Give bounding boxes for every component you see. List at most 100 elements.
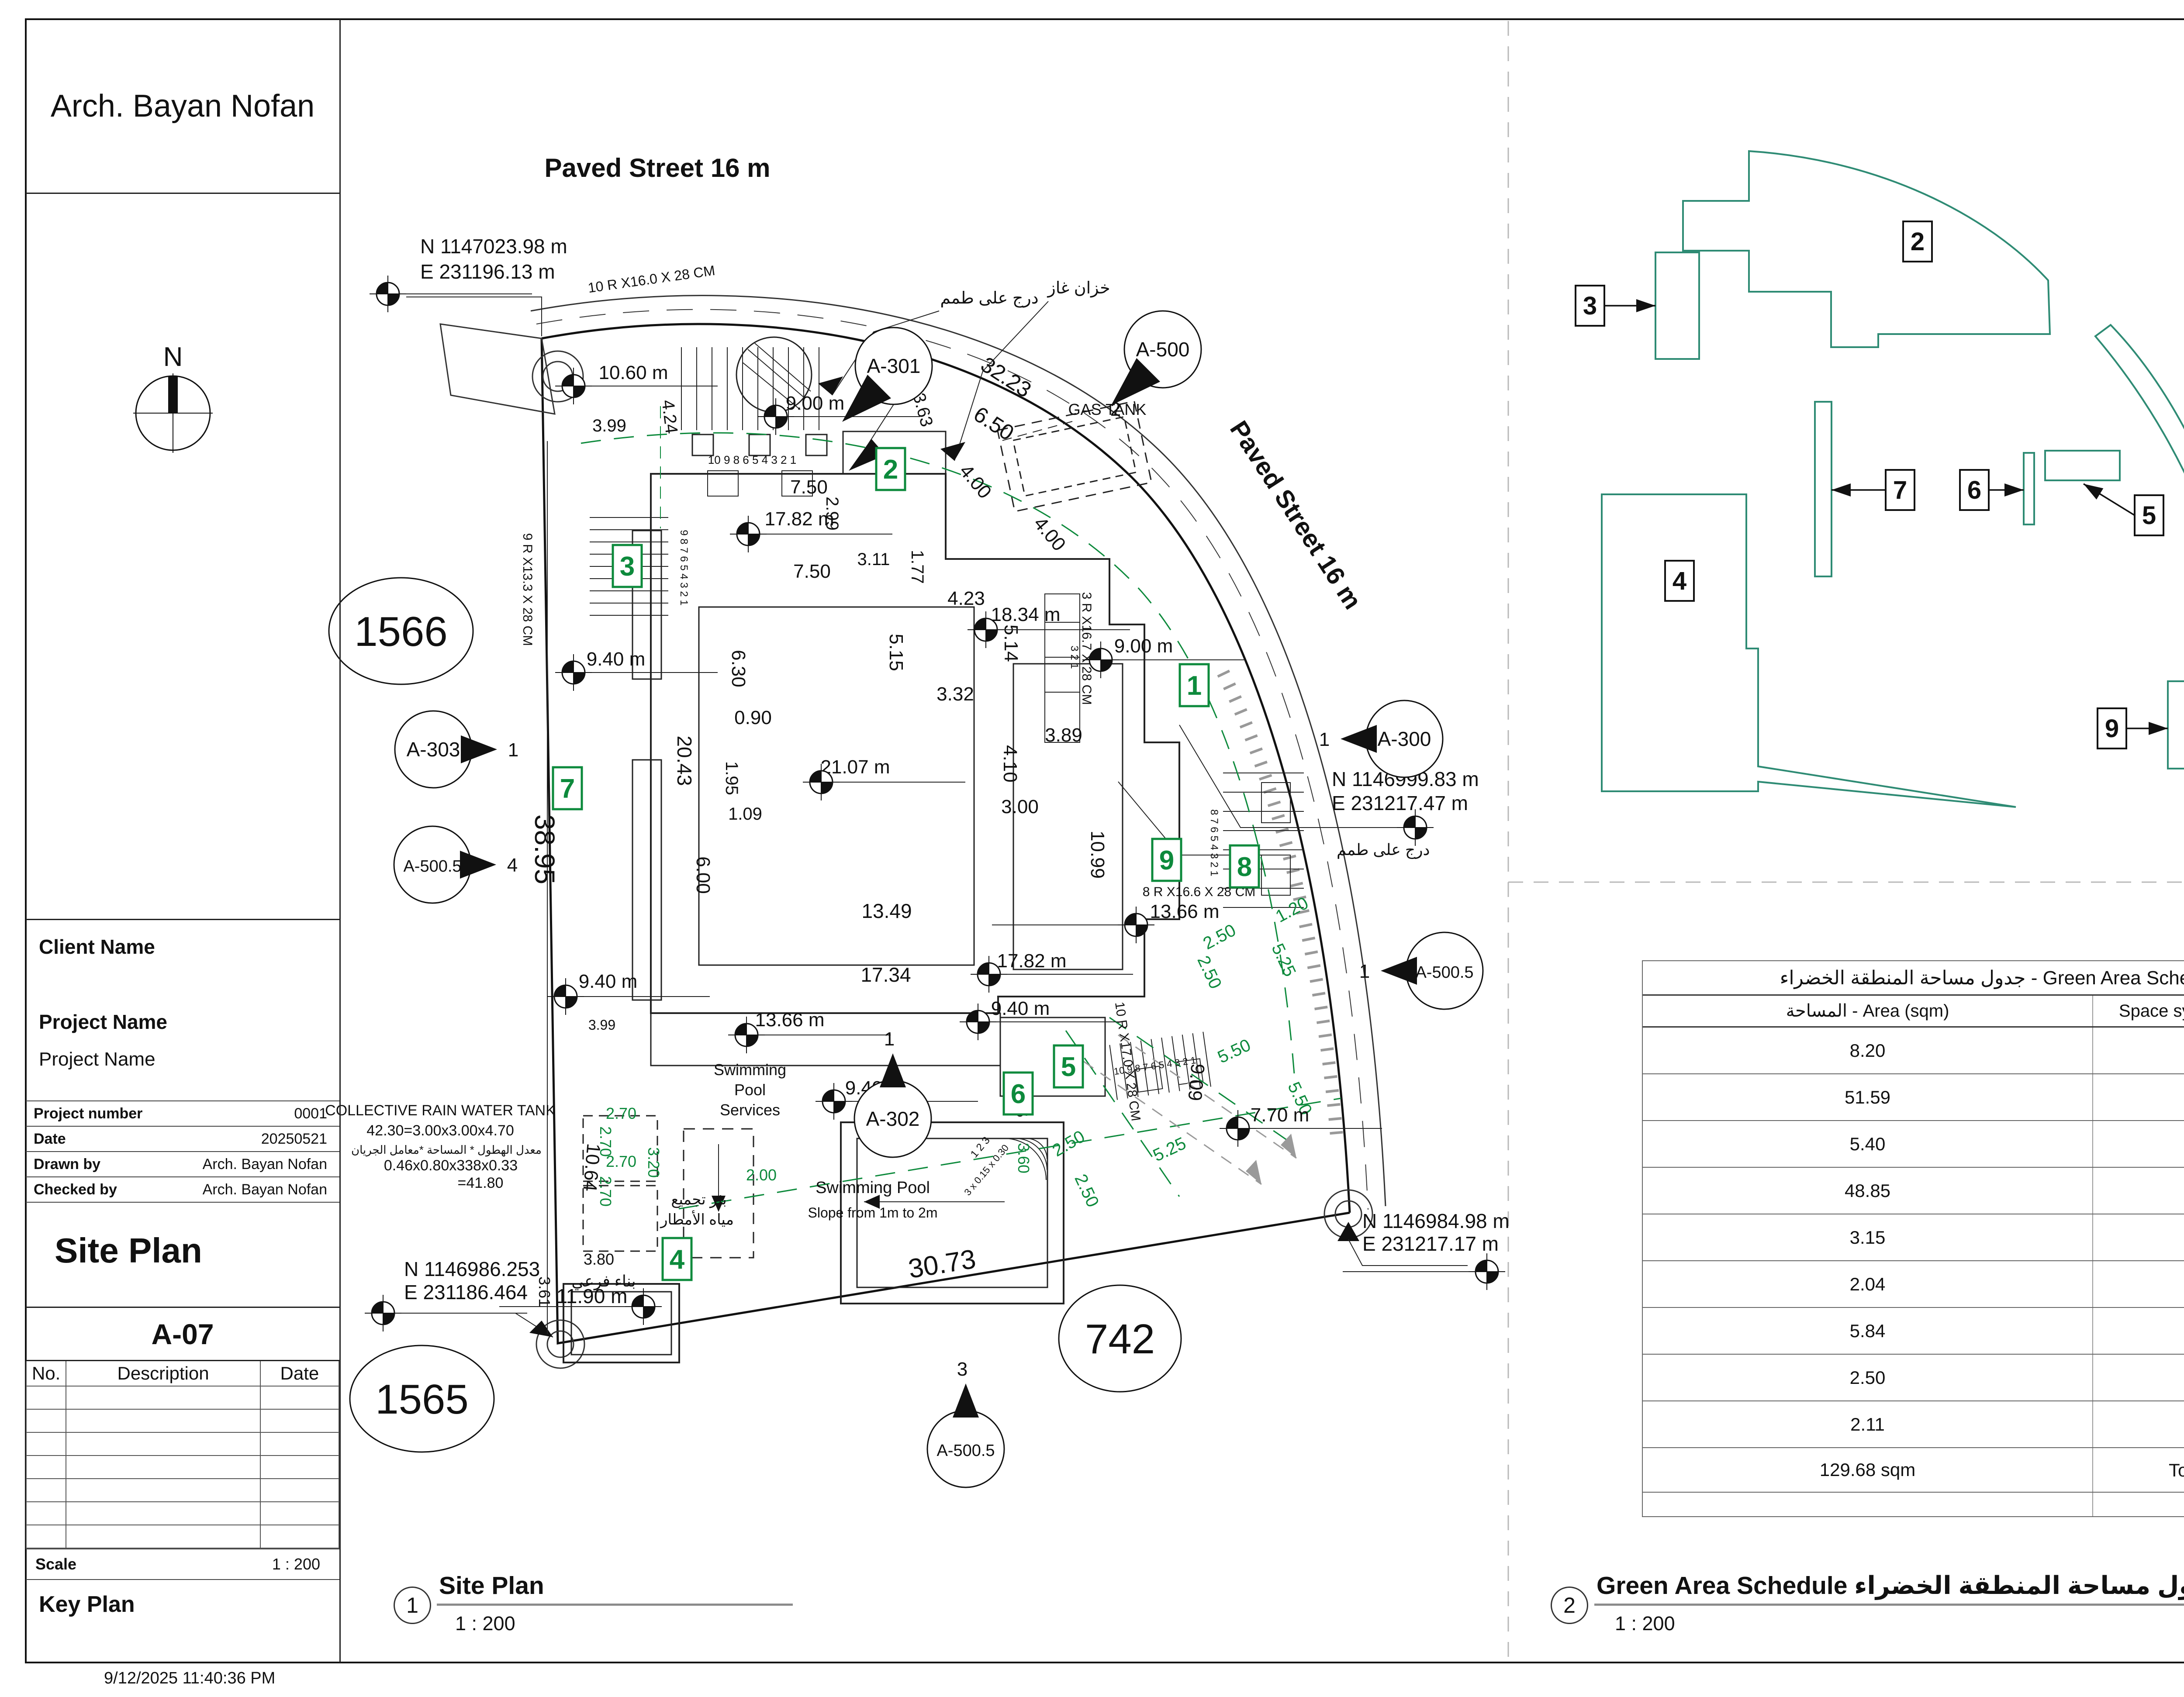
plan-annotation: 13.66 m <box>755 1009 825 1031</box>
plan-annotation: 3 R X16.7 X 28 CM <box>1079 592 1094 705</box>
space-number: 6 <box>1011 1079 1026 1109</box>
plan-annotation: Swimming Pool <box>816 1179 930 1197</box>
level-quadrant <box>643 1307 655 1318</box>
level-quadrant <box>975 618 986 630</box>
plan-annotation: بئر تجميع <box>671 1191 726 1208</box>
view-number-schedule: 2 <box>1551 1587 1588 1624</box>
plan-annotation: N 1146984.98 m <box>1362 1210 1510 1232</box>
callout-label: A-500.5 <box>403 857 461 876</box>
level-cross <box>1397 809 1434 846</box>
schedule-blank-row <box>1643 1493 2184 1516</box>
level-cross <box>730 516 767 552</box>
schedule-row: 8.201 <box>1643 1028 2184 1074</box>
plan-annotation: 3.99 <box>588 1017 615 1033</box>
schedule-area-cell: 48.85 <box>1643 1168 2093 1214</box>
key-plan-shapes <box>1601 150 2184 808</box>
keyplan-label-2: 2 <box>1902 221 1933 262</box>
space-box <box>612 544 643 588</box>
title-block: Arch. Bayan Nofan Client Name Project Na… <box>25 19 341 1663</box>
space-symbol-box: 3 <box>612 544 643 588</box>
schedule-symbol-cell: 8 <box>2093 1355 2184 1400</box>
architect-name: Arch. Bayan Nofan <box>26 19 339 194</box>
schedule-symbol-cell: 6 <box>2093 1261 2184 1307</box>
plan-annotation: 8 7 6 5 4 3 2 1 <box>1208 809 1220 876</box>
schedule-area-cell: 2.50 <box>1643 1355 2093 1400</box>
level-quadrant <box>1487 1272 1498 1283</box>
level-quadrant <box>562 375 574 386</box>
client-name: Client Name <box>39 935 155 958</box>
field-label: Drawn by <box>34 1155 101 1173</box>
building-geometry <box>632 336 1180 1097</box>
callout-a-500.5: A-500.5 4 <box>393 825 518 904</box>
level-quadrant <box>377 283 388 294</box>
plan-annotation: =41.80 <box>458 1175 504 1191</box>
level-quadrant <box>554 985 566 997</box>
level-marker-icon <box>555 368 718 404</box>
callout-number: 4 <box>507 855 518 876</box>
revision-row <box>25 1455 340 1479</box>
level-quadrant <box>978 963 989 974</box>
level-marker-icon <box>547 978 710 1015</box>
pool-geometry <box>683 1121 1064 1304</box>
plan-annotation: 4.00 <box>955 460 996 503</box>
level-marker-icon <box>1082 642 1245 678</box>
level-cross <box>625 1288 662 1325</box>
plan-annotation: 9.00 m <box>1114 635 1173 657</box>
revision-row <box>25 1386 340 1410</box>
plan-annotation: 2.70 <box>597 1126 615 1157</box>
callout-label: A-301 <box>867 355 921 377</box>
level-quadrant <box>1101 660 1112 671</box>
keyplan-arrow <box>1636 299 1655 312</box>
keyplan-label-number: 4 <box>1673 567 1686 595</box>
plan-annotation: درج على طمم <box>940 289 1038 308</box>
level-marker-icon <box>971 956 1133 993</box>
revision-row <box>25 1432 340 1456</box>
revision-row <box>25 1478 340 1502</box>
level-marker-icon <box>365 1295 527 1331</box>
plan-annotation: N 1146986.253 <box>404 1258 540 1280</box>
schedule-title: جدول مساحة المنطقة الخضراء - Green Area … <box>1780 967 2184 989</box>
plan-annotation: 13.49 <box>861 900 912 922</box>
project-name-label: Project Name <box>39 1011 168 1033</box>
plan-annotation: 4.24 <box>658 399 681 435</box>
plan-annotation: 3.11 <box>857 550 890 569</box>
callout-pointer <box>1341 725 1377 753</box>
plan-annotation: 9.40 m <box>991 998 1050 1019</box>
keyplan-arrow <box>2084 484 2104 500</box>
plan-annotation: E 231186.464 <box>404 1281 528 1304</box>
plan-annotation: 5.25 <box>1268 941 1299 980</box>
parcel-number: 1565 <box>349 1345 495 1453</box>
level-quadrant <box>632 1295 643 1307</box>
schedule-area-cell: 51.59 <box>1643 1074 2093 1120</box>
callout-pointer <box>461 735 497 763</box>
space-box <box>1053 1044 1084 1089</box>
schedule-col-area: المساحة - Area (sqm) <box>1643 996 2093 1026</box>
plan-annotation: 10 R X17.0 X 28 CM <box>1112 1001 1143 1122</box>
level-marker-icon <box>730 516 892 552</box>
field-value: 20250521 <box>261 1130 327 1147</box>
callout-pointer <box>880 1053 906 1087</box>
coordinate-leaders <box>402 297 1468 1338</box>
space-number: 4 <box>670 1245 685 1275</box>
callout-pointer <box>842 375 891 422</box>
parcel-label: 1565 <box>375 1376 469 1423</box>
schedule-area-cell: 3.15 <box>1643 1214 2093 1260</box>
level-quadrant <box>821 782 833 793</box>
space-symbol-box: 1 <box>1178 663 1210 707</box>
plan-annotation: Swimming <box>714 1061 786 1079</box>
plan-annotation: 10.99 <box>1087 831 1108 879</box>
plan-annotation: N 1147023.98 m <box>420 235 567 258</box>
space-box <box>552 766 583 811</box>
level-quadrant <box>372 1302 383 1313</box>
plan-annotation: 4.10 <box>999 745 1021 783</box>
plan-annotation: 13.66 m <box>1150 901 1220 922</box>
schedule-symbol-cell: 9 <box>2093 1401 2184 1447</box>
callout-label: A-302 <box>866 1107 920 1130</box>
space-symbol-box: 8 <box>1229 844 1260 889</box>
schedule-row: 2.508 <box>1643 1355 2184 1401</box>
plan-annotation: GAS TANK <box>1068 400 1147 418</box>
